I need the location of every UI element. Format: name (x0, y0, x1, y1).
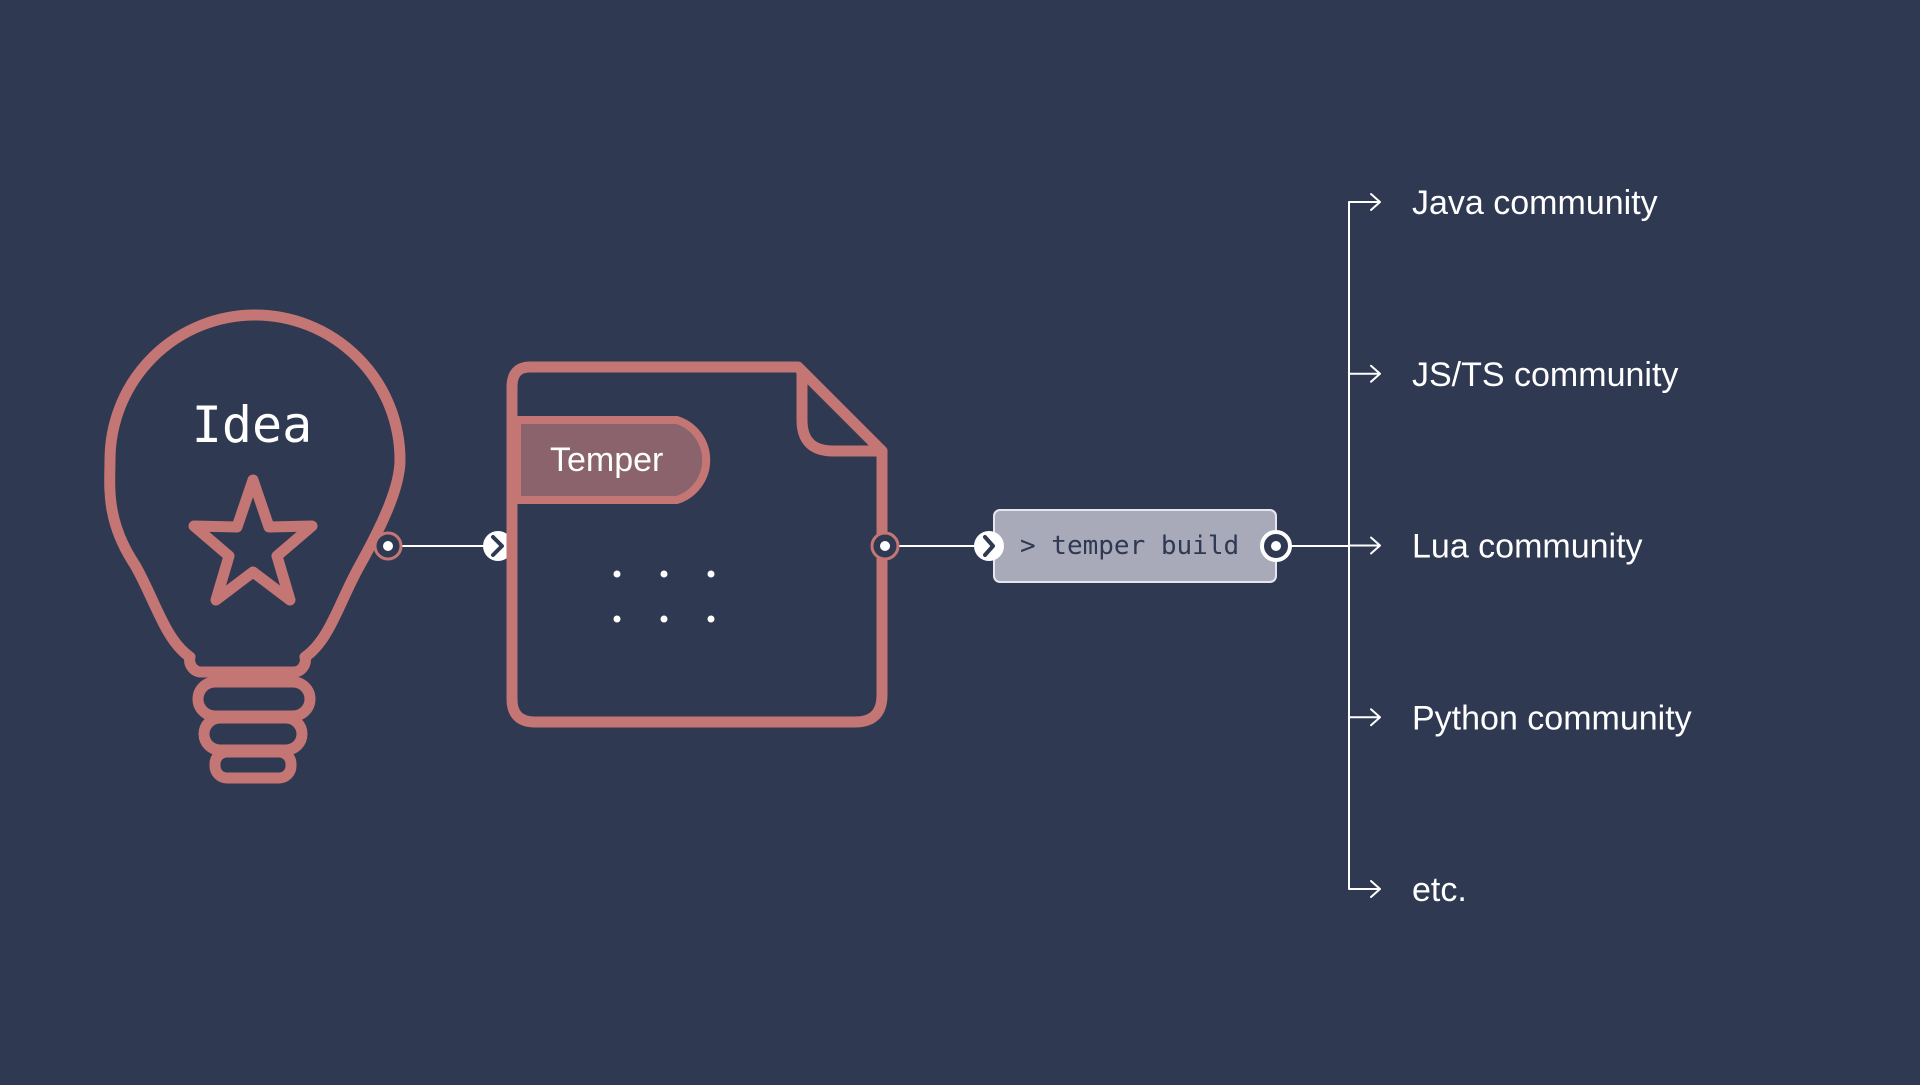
lightbulb-icon (104, 309, 406, 784)
bulb-base-ring-2 (198, 712, 308, 756)
target-item: Lua community (1348, 528, 1643, 566)
input-port-file (483, 531, 513, 561)
arrow-right-icon (1348, 193, 1381, 211)
output-port-idea (373, 531, 403, 561)
chevron-right-icon (974, 531, 1004, 561)
target-label: Python community (1412, 699, 1692, 737)
arrow-right-icon (1348, 708, 1381, 727)
bulb-base-ring-1 (192, 676, 316, 722)
input-port-command (974, 531, 1004, 561)
file-tab (513, 416, 711, 504)
target-item: Python community (1348, 699, 1692, 737)
file-tab-label: Temper (550, 441, 663, 479)
target-label: JS/TS community (1412, 356, 1678, 394)
file-icon (506, 361, 888, 728)
bulb-base-ring-3 (209, 746, 297, 784)
command-label: > temper build (1020, 531, 1239, 561)
target-label: etc. (1412, 871, 1467, 909)
file-fold (796, 369, 880, 457)
file-content-dots (613, 570, 715, 623)
target-item: Java community (1348, 184, 1658, 222)
target-label: Lua community (1412, 528, 1643, 566)
target-item: etc. (1348, 871, 1467, 909)
idea-label: Idea (192, 396, 312, 454)
target-item: JS/TS community (1348, 356, 1678, 394)
target-label: Java community (1412, 184, 1658, 222)
star-icon (188, 474, 318, 606)
output-port-file (870, 531, 900, 561)
arrow-right-icon (1348, 364, 1381, 383)
file-outline (506, 361, 888, 728)
chevron-right-icon (483, 531, 513, 561)
output-port-command (1260, 530, 1292, 562)
bulb-outline (104, 309, 406, 678)
arrow-right-icon (1348, 536, 1381, 555)
arrow-right-icon (1348, 880, 1381, 898)
